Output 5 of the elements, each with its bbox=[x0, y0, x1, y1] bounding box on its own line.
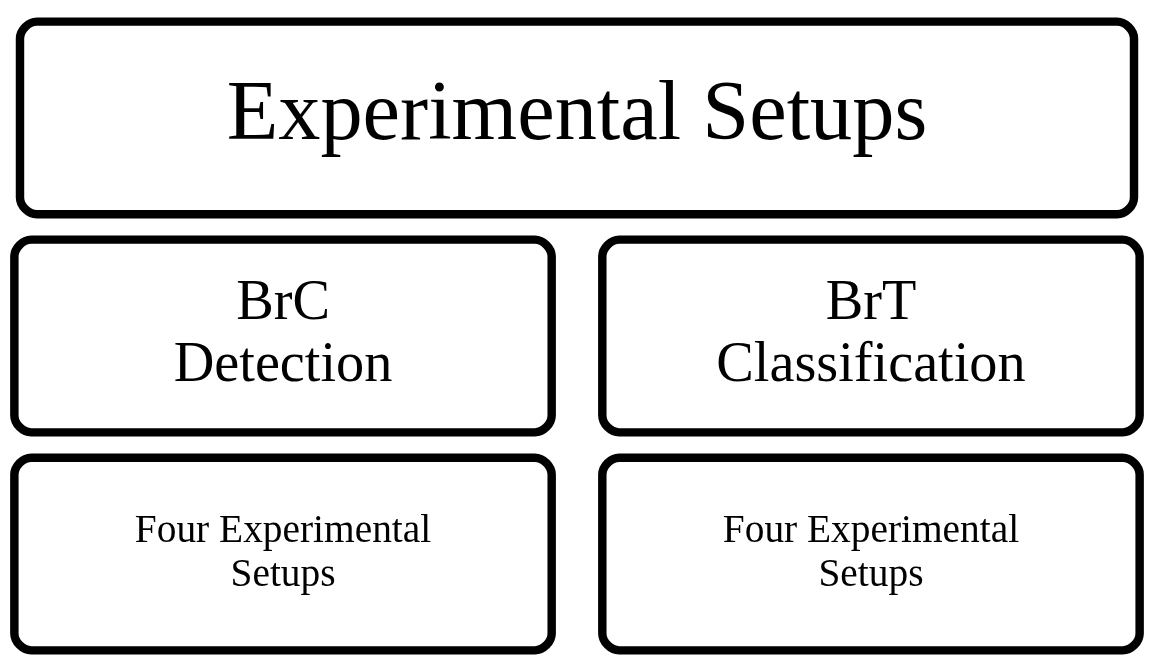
node-box: Four Experimental Setups bbox=[598, 453, 1144, 655]
node-box: BrC Detection bbox=[10, 235, 556, 437]
node-box: Experimental Setups bbox=[15, 17, 1139, 219]
node-box: Four Experimental Setups bbox=[10, 453, 556, 655]
node-box: BrT Classification bbox=[598, 235, 1144, 437]
